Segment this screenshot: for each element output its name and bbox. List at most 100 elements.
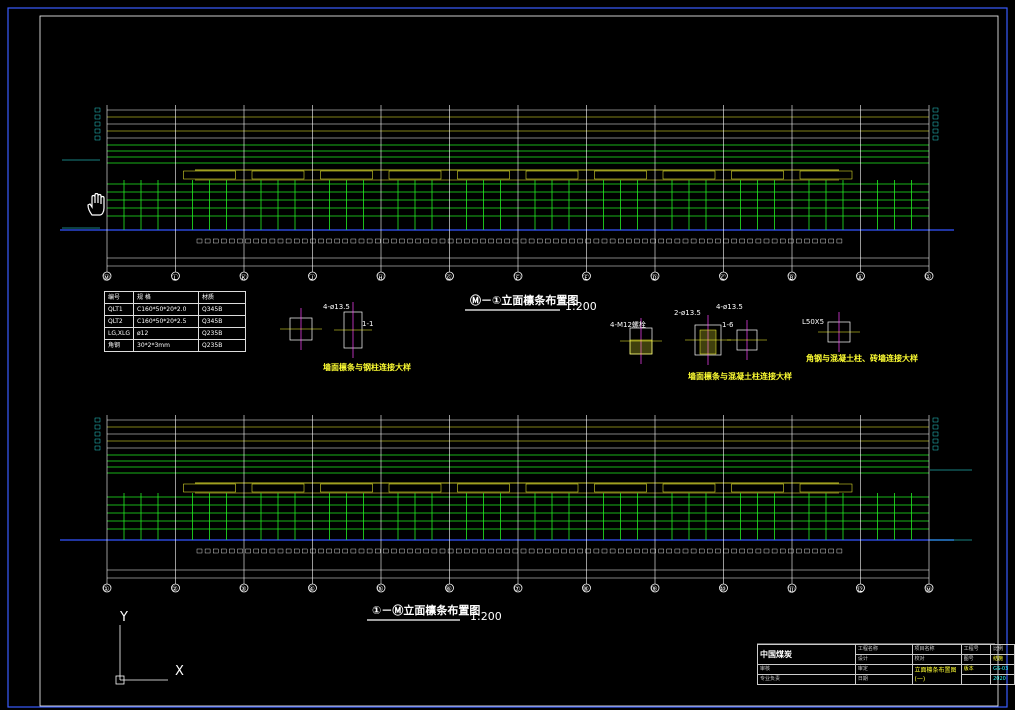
elev-top-window-panel — [799, 170, 853, 180]
elev-bot-foundation-mark — [788, 548, 794, 554]
elev-bot-window-panel — [525, 483, 579, 493]
elev-bot-foundation-mark — [618, 548, 624, 554]
elev-top-foundation-mark — [277, 238, 284, 244]
elev-top-foundation-mark — [439, 238, 446, 244]
axis-bubble-top: Ⓒ — [719, 274, 727, 282]
elev-bot-foundation-mark — [723, 548, 729, 554]
elev-top-foundation-mark — [836, 238, 843, 244]
elev-bot-foundation-mark — [504, 548, 510, 554]
elev-bot-foundation-mark — [294, 548, 300, 554]
elev-top-edge-mark — [932, 114, 939, 120]
elevation-top-scale: 1:200 — [565, 300, 597, 313]
elev-bot-foundation-mark — [626, 548, 632, 554]
elev-bot-foundation-mark — [577, 548, 583, 554]
elev-bot-foundation-mark — [763, 548, 770, 554]
axis-bubble-bottom: ⑤ — [377, 585, 384, 593]
elev-bot-window-panel — [457, 483, 510, 493]
elev-bot-foundation-mark — [820, 548, 826, 554]
elev-bot-foundation-mark — [253, 548, 259, 554]
elev-bot-axis-bubble — [924, 583, 934, 593]
elev-bot-foundation-mark — [715, 548, 721, 554]
elev-bot-foundation-mark — [269, 548, 276, 554]
axis-bubble-top: Ⓗ — [377, 274, 384, 282]
elev-top-edge-mark — [94, 121, 101, 127]
detail-caption-steel: 墙面檩条与钢柱连接大样 — [323, 363, 411, 372]
elev-top-edge-mark — [932, 135, 939, 141]
elev-top-foundation-mark — [245, 238, 251, 244]
elev-bot-edge-mark — [94, 431, 101, 437]
axis-bubble-top: Ⓖ — [445, 274, 453, 282]
elev-bot-foundation-mark — [310, 548, 316, 554]
legend-cell: Q235B — [198, 339, 247, 352]
elev-bot-foundation-mark — [383, 548, 389, 554]
title-block: 中国煤炭 工程名称 项目名称 工程号 比例 设计 校对 图号 结施 审核 审定 … — [757, 644, 1015, 685]
elev-top-foundation-mark — [229, 238, 235, 244]
ucs-x-label: X — [175, 664, 184, 679]
elev-top-foundation-mark — [326, 238, 332, 244]
axis-bubble-bottom: ⑩ — [719, 585, 726, 593]
inner-border — [39, 15, 999, 707]
elev-bot-foundation-mark — [407, 548, 413, 554]
elev-top-foundation-mark — [407, 238, 413, 244]
sheet-name: 立面檩条布置图(一) — [911, 664, 962, 685]
elev-top-axis-bubble — [787, 271, 797, 281]
elev-top-foundation-mark — [496, 238, 502, 244]
axis-bubble-top: Ⓐ — [856, 274, 864, 282]
elev-bot-foundation-mark — [350, 548, 357, 554]
elev-bot-foundation-mark — [423, 548, 429, 554]
elev-top-foundation-mark — [634, 238, 640, 244]
elev-top-foundation-mark — [464, 238, 470, 244]
elev-bot-foundation-mark — [658, 548, 664, 554]
elev-top-foundation-mark — [820, 238, 826, 244]
elev-top-axis-bubble — [924, 271, 934, 281]
elev-top-foundation-mark — [285, 238, 292, 244]
elev-top-foundation-mark — [618, 238, 624, 244]
detail-mark-5: L50X5 — [802, 318, 825, 326]
elev-top-foundation-mark — [731, 238, 737, 244]
legend-cell: C160*50*20*2.5 — [133, 315, 200, 328]
axis-bubble-bottom: ④ — [308, 585, 315, 593]
elev-top-foundation-mark — [796, 238, 802, 244]
legend-cell: Q345B — [198, 303, 247, 316]
elev-bot-foundation-mark — [358, 548, 365, 554]
elev-bot-window-panel — [183, 483, 236, 493]
legend-cell: LG,XLG — [103, 327, 135, 340]
elev-top-foundation-mark — [788, 238, 794, 244]
detail-mark-6: 1-1 — [362, 320, 374, 328]
detail-mark-3: 2-ø13.5 — [674, 309, 701, 317]
elev-top-foundation-mark — [812, 238, 818, 244]
elev-bot-edge-mark — [94, 417, 101, 423]
title-block-cell: 工程名称 — [854, 644, 913, 655]
elev-top-foundation-mark — [310, 238, 316, 244]
elev-top-foundation-mark — [593, 238, 600, 244]
elev-bot-foundation-mark — [836, 548, 843, 554]
elev-bot-axis-bubble — [102, 583, 112, 593]
title-block-cell: 项目名称 — [911, 644, 962, 655]
elev-bot-foundation-mark — [261, 548, 267, 554]
axis-bubble-top: Ⓕ — [514, 274, 521, 282]
elev-top-foundation-mark — [375, 238, 381, 244]
elev-bot-edge-mark — [932, 438, 939, 444]
elev-bot-foundation-mark — [545, 548, 551, 554]
title-block-cell: 审定 — [854, 664, 913, 675]
elev-bot-foundation-mark — [520, 548, 527, 554]
elev-top-axis-bubble — [445, 271, 454, 281]
detail-mark-7: 1-6 — [722, 321, 734, 329]
elev-bot-axis-bubble — [308, 583, 317, 593]
sheet-frame — [7, 7, 1008, 708]
elev-bot-foundation-mark — [561, 548, 567, 554]
elev-top-foundation-mark — [391, 238, 397, 244]
elev-top-foundation-mark — [456, 238, 462, 244]
elev-top-edge-mark — [932, 107, 939, 113]
detail-mark-2: 4-M12螺栓 — [610, 321, 646, 329]
elev-top-edge-mark — [94, 107, 101, 113]
elev-bot-foundation-mark — [285, 548, 292, 554]
elev-top-window-panel — [320, 170, 373, 180]
elev-top-foundation-mark — [561, 238, 567, 244]
axis-bubble-top: Ⓑ — [788, 274, 795, 282]
elev-top-axis-bubble — [102, 271, 112, 281]
elev-top-foundation-mark — [780, 238, 786, 244]
elev-bot-foundation-mark — [634, 548, 640, 554]
